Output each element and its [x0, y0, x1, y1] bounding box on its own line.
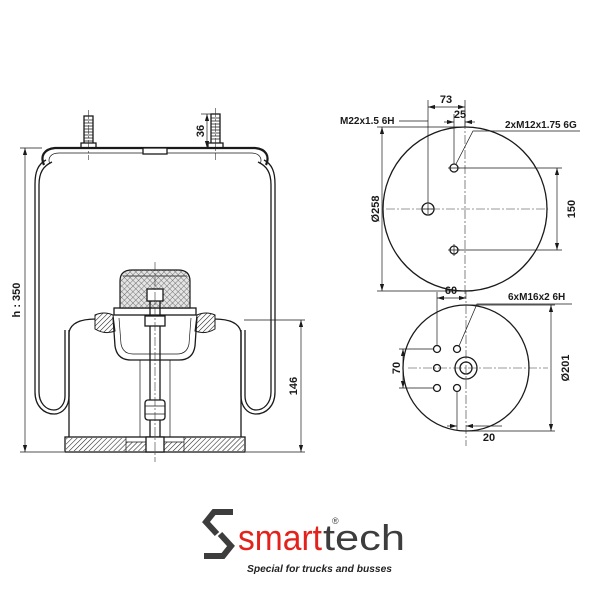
piston-dim-extensions	[244, 319, 305, 453]
bolt-hole-2	[452, 344, 462, 354]
bottom-view-center-lines	[408, 290, 548, 446]
right-bead-clamp	[194, 312, 216, 334]
diameter-258-label: Ø258	[370, 196, 382, 223]
dim-60-label: 60	[445, 285, 457, 297]
stud-dim-label: 36	[195, 125, 207, 137]
piston-walls	[68, 332, 242, 437]
dim-150-extensions	[459, 167, 562, 251]
hole-thread-label: 6xM16x2 6H	[508, 292, 565, 303]
stud-hole-crosses	[448, 167, 460, 256]
diameter-201-label: Ø201	[560, 355, 572, 382]
bolt-hole-1	[432, 344, 442, 354]
top-view-center-lines	[386, 120, 548, 298]
dim-150-label: 150	[566, 200, 578, 218]
s-icon-upper	[202, 509, 233, 537]
piston-ribs	[139, 360, 171, 437]
dim-73-label: 73	[440, 94, 452, 106]
height-dim-extensions	[20, 147, 64, 453]
smarttech-logo: smart tech ® Special for trucks and buss…	[202, 509, 405, 575]
smarttech-s-icon	[202, 509, 235, 559]
bolt-hole-3	[432, 363, 442, 373]
stud-thread-leader	[455, 130, 580, 165]
dim-70-label: 70	[391, 362, 403, 374]
center-port-outer	[454, 356, 478, 380]
diameter-201-extensions	[470, 304, 555, 432]
brand-tagline: Special for trucks and busses	[247, 563, 392, 575]
center-port-inner	[459, 361, 473, 375]
bottom-view: 60 6xM16x2 6H 70 Ø201 20	[391, 285, 572, 446]
diameter-258-extensions	[377, 126, 462, 292]
bolt-hole-4	[432, 383, 442, 393]
bellows-left-outer	[34, 159, 70, 415]
top-view: 73 25 M22x1.5 6H 2xM12x1.75 6G Ø258 150	[340, 94, 580, 298]
dim-20-label: 20	[483, 432, 495, 444]
s-icon-lower	[204, 531, 235, 559]
piston-base-hatch-right	[184, 438, 244, 451]
hole-thread-leader	[458, 303, 572, 347]
center-thread-hole-cross	[423, 204, 433, 214]
top-plate-lug	[142, 147, 168, 155]
bellows-right-inner	[244, 161, 272, 411]
dim-25-label: 25	[454, 109, 466, 121]
bellows-left-inner	[38, 161, 66, 411]
stud-thread-label: 2xM12x1.75 6G	[505, 120, 577, 131]
center-thread-label: M22x1.5 6H	[340, 116, 394, 127]
brand-name-smart: smart	[238, 517, 322, 558]
bolt-hole-5	[452, 383, 462, 393]
height-dim-label: h : 350	[11, 283, 23, 318]
brand-name-tech: tech	[323, 517, 405, 558]
registered-mark: ®	[332, 516, 339, 526]
piston-rim	[68, 318, 242, 333]
bellows-right-outer	[240, 159, 276, 415]
left-bead-clamp	[94, 312, 116, 334]
piston-base-hatch-left	[66, 438, 126, 451]
side-view: 36	[11, 108, 305, 462]
piston-dim-label: 146	[288, 377, 300, 395]
stud-center-lines	[88, 108, 216, 160]
